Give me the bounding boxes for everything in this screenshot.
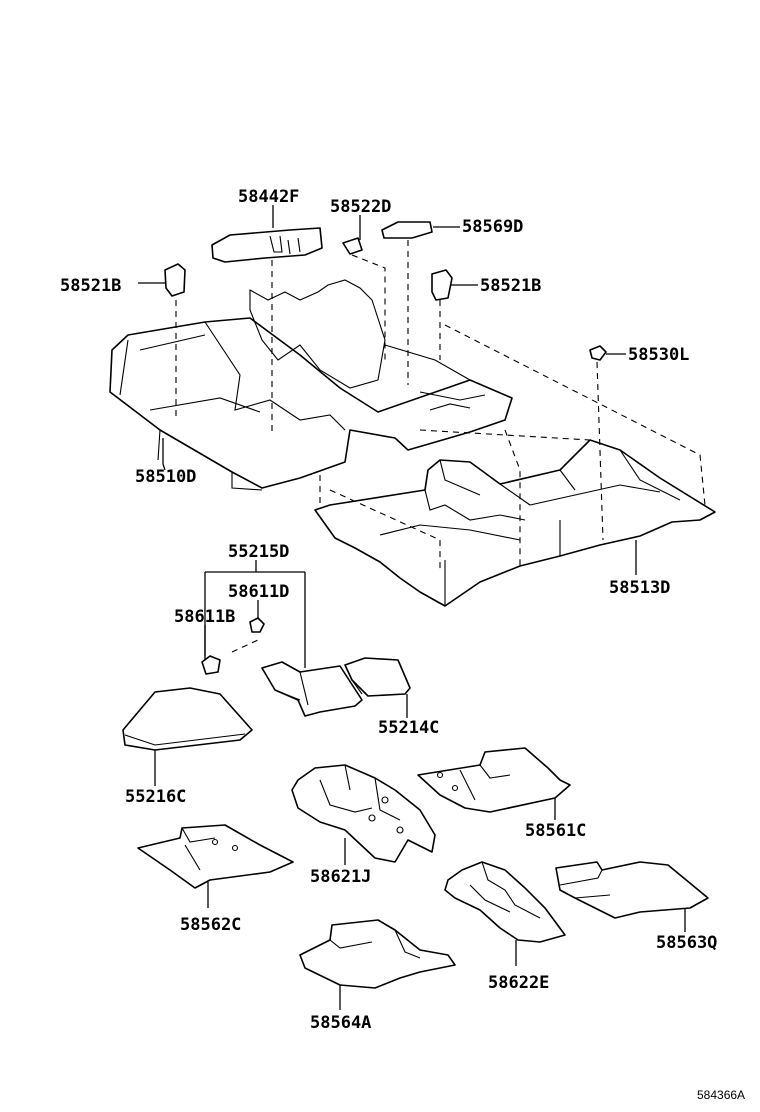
label-58611B: 58611B bbox=[174, 607, 235, 627]
clip-58521B-left bbox=[164, 263, 186, 297]
label-55215D: 55215D bbox=[228, 542, 289, 562]
pad-58569D bbox=[381, 221, 433, 239]
label-58513D: 58513D bbox=[609, 578, 670, 598]
label-58522D: 58522D bbox=[330, 197, 391, 217]
mat-55214C bbox=[344, 657, 411, 697]
front-floor-carpet bbox=[109, 279, 513, 491]
insulator-58621J bbox=[291, 764, 436, 863]
console-pad bbox=[211, 227, 323, 263]
label-58510D: 58510D bbox=[135, 467, 196, 487]
fastener-58611B bbox=[201, 655, 221, 675]
mat-55216C bbox=[122, 687, 253, 751]
label-58442F: 58442F bbox=[238, 187, 299, 207]
mat-55215D bbox=[261, 661, 363, 717]
rear-floor-carpet bbox=[314, 439, 716, 607]
label-58530L: 58530L bbox=[628, 345, 689, 365]
label-58521B-right: 58521B bbox=[480, 276, 541, 296]
assembly-lines bbox=[175, 240, 706, 653]
clip-58530L bbox=[589, 345, 607, 361]
group-bracket-55215D bbox=[204, 560, 306, 668]
label-58621J: 58621J bbox=[310, 867, 371, 887]
sheet-58562C bbox=[137, 824, 294, 889]
label-55216C: 55216C bbox=[125, 787, 186, 807]
sheet-58563Q bbox=[555, 861, 709, 919]
label-58564A: 58564A bbox=[310, 1013, 371, 1033]
sheet-58564A bbox=[299, 919, 456, 989]
label-58622E: 58622E bbox=[488, 973, 549, 993]
label-58611D: 58611D bbox=[228, 582, 289, 602]
label-58569D: 58569D bbox=[462, 217, 523, 237]
label-58521B-left: 58521B bbox=[60, 276, 121, 296]
sheet-58561C bbox=[417, 747, 571, 813]
label-58561C: 58561C bbox=[525, 821, 586, 841]
label-55214C: 55214C bbox=[378, 718, 439, 738]
diagram-reference-code: 584366A bbox=[697, 1088, 745, 1102]
clip-58521B-right bbox=[431, 269, 453, 301]
fastener-58611D bbox=[249, 617, 265, 633]
label-58562C: 58562C bbox=[180, 915, 241, 935]
leader-58510D bbox=[162, 438, 166, 471]
bracket-58522D bbox=[342, 237, 363, 255]
insulator-58622E bbox=[444, 861, 566, 943]
label-58563Q: 58563Q bbox=[656, 933, 717, 953]
